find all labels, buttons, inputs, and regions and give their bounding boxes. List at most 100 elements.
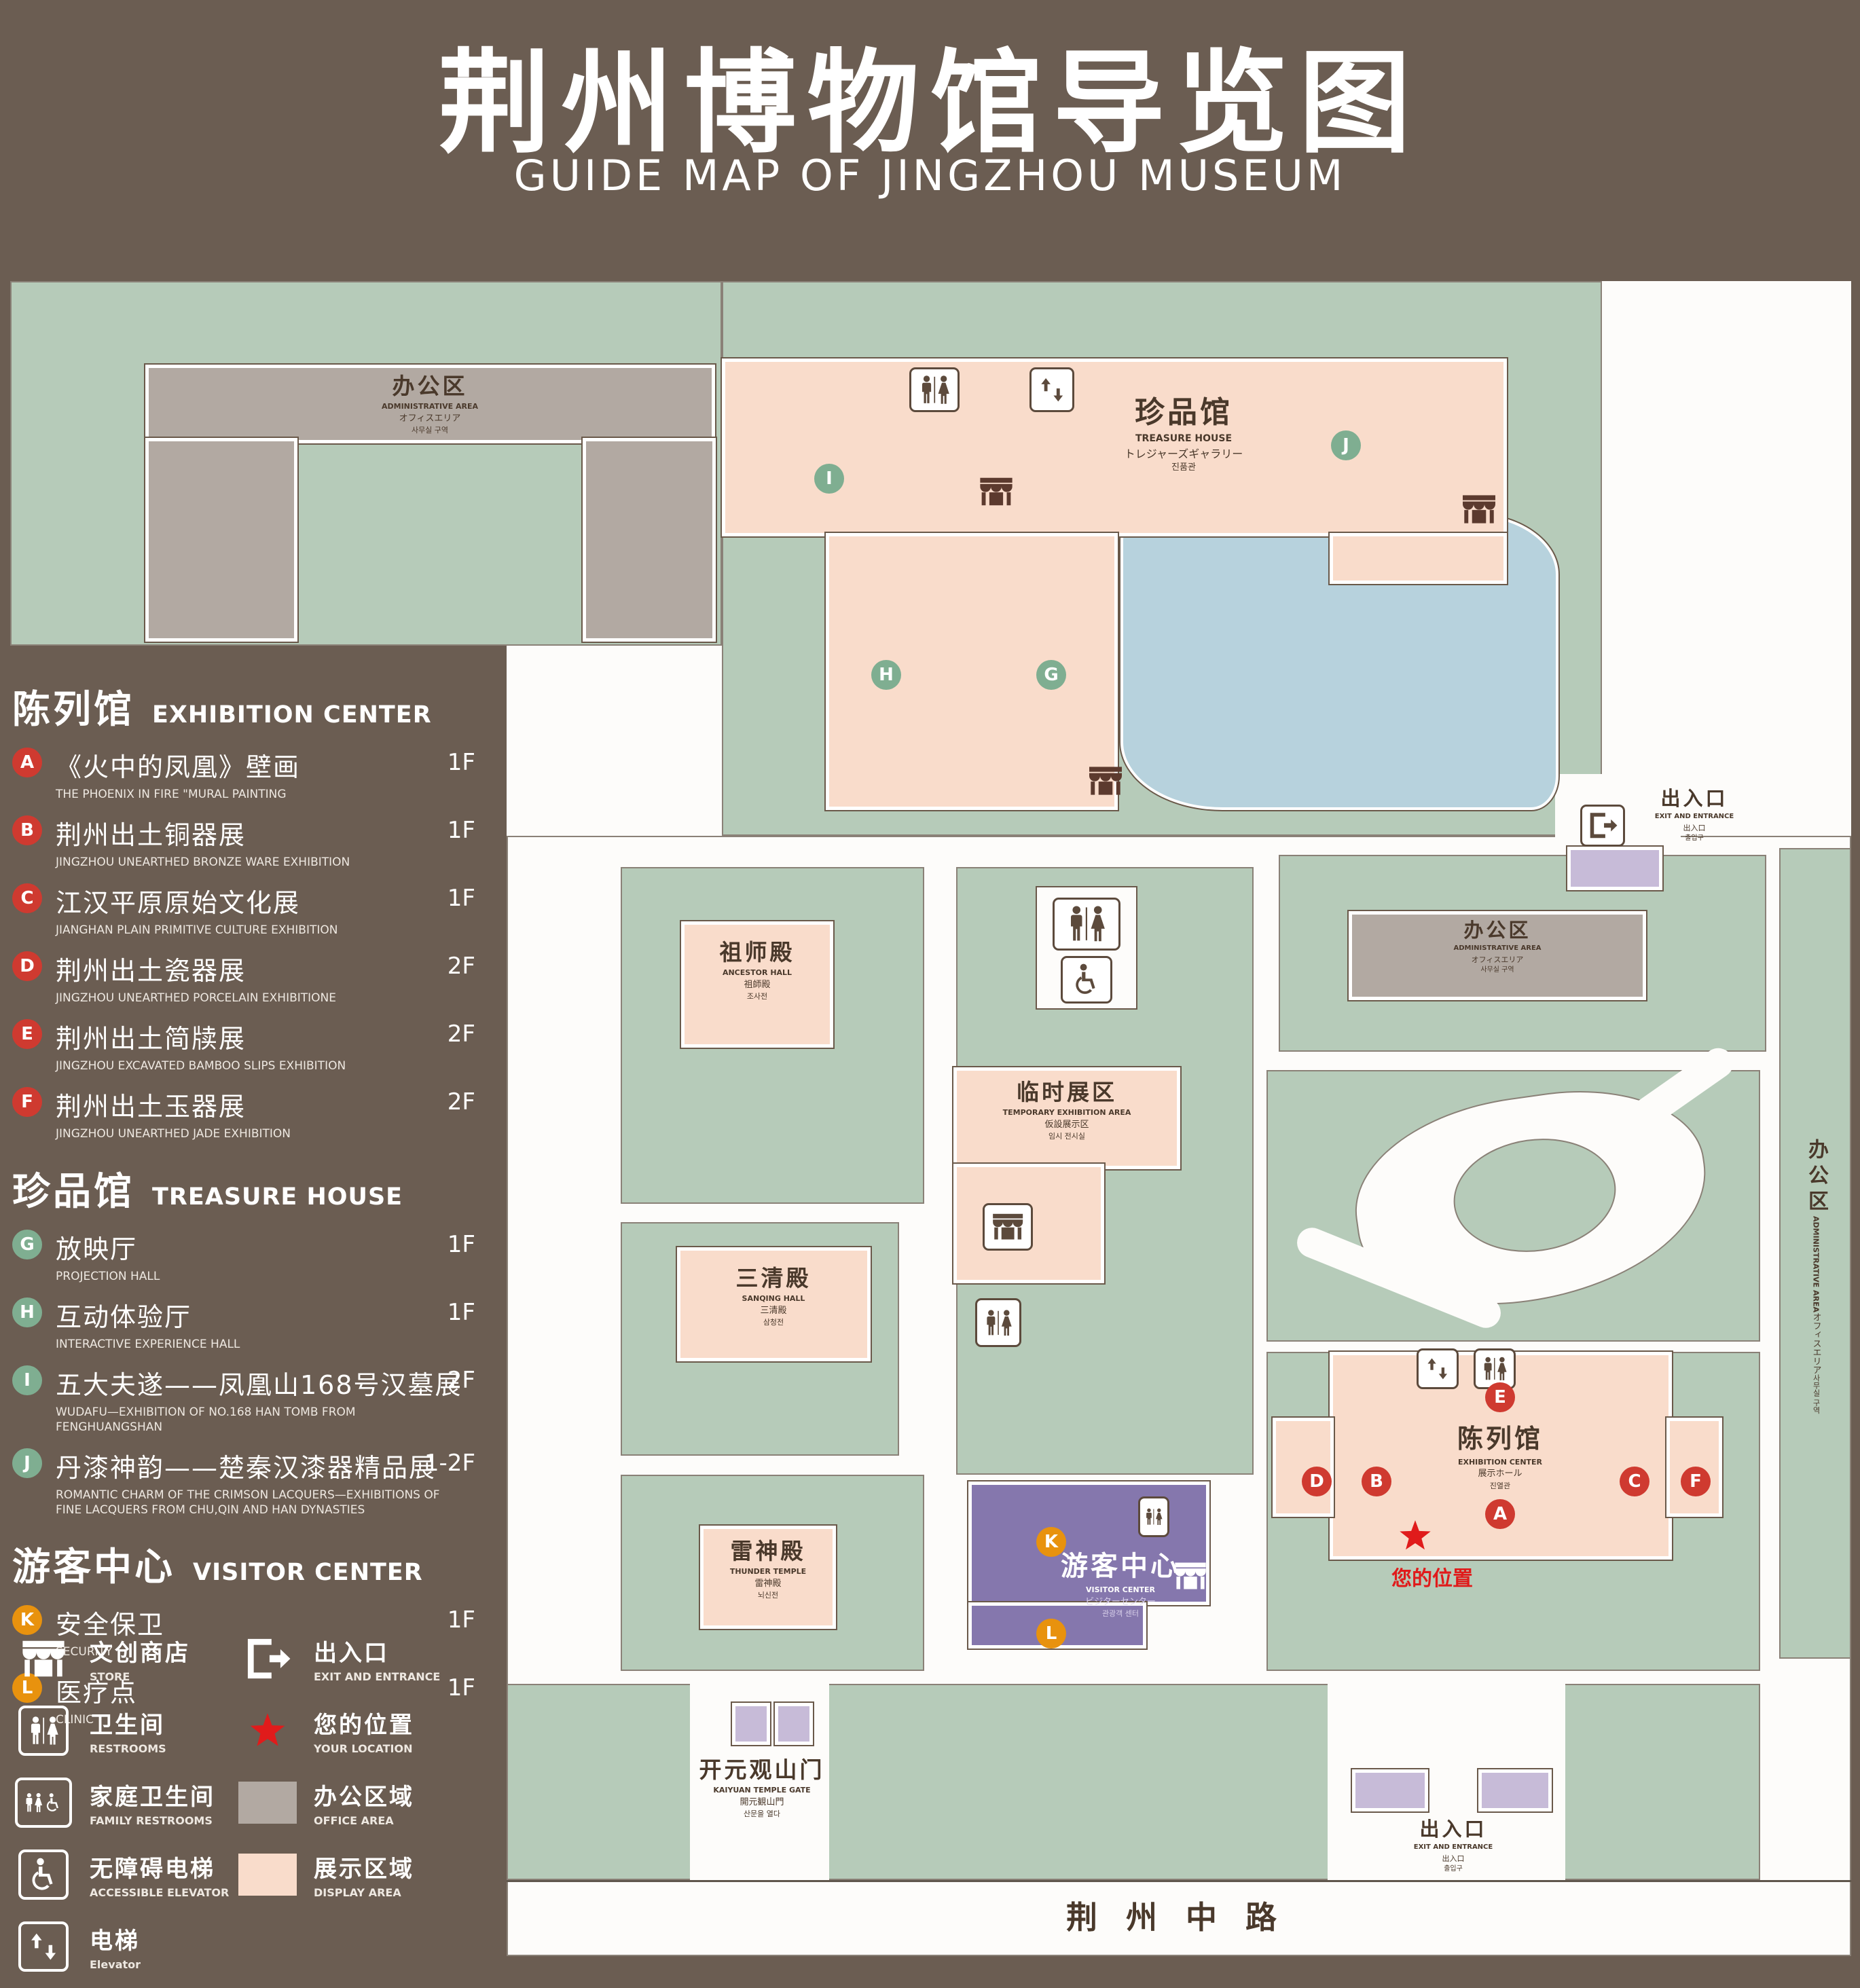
marker-h: H [12, 1297, 42, 1327]
family-restroom-icon [15, 1778, 72, 1828]
visitor-center-label: 游客中心 VISITOR CENTER ビジターセンター 관광객 센터 [1061, 1551, 1180, 1618]
item-subtitle: ROMANTIC CHARM OF THE CRIMSON LACQUERS—E… [56, 1488, 440, 1517]
kaiyuan-gate-label: 开元观山门 KAIYUAN TEMPLE GATE 開元観山門 산문을 열다 [699, 1756, 825, 1819]
marker-k: K [12, 1605, 42, 1636]
list-item-a: A 《火中的凤凰》壁画 1F THE PHOENIX IN FIRE "MURA… [12, 746, 496, 802]
item-title: 丹漆神韵——楚秦汉漆器精品展 [56, 1452, 437, 1483]
item-title: 放映厅 [56, 1234, 138, 1264]
admin-top-label: 办公区 ADMINISTRATIVE AREA オフィスエリア 사무실 구역 [381, 373, 479, 435]
treasure-house-upper [722, 358, 1507, 536]
road-label: 荆州中路 [1066, 1899, 1305, 1936]
map-key-sidebar: 陈列馆 EXHIBITION CENTER A 《火中的凤凰》壁画 1F THE… [12, 679, 496, 1740]
admin-right-label: 办公区 ADMINISTRATIVE AREA オフィスエリア 사무실 구역 [1804, 1139, 1828, 1414]
exit-right-label: 出入口 EXIT AND ENTRANCE 出入口 출입구 [1654, 787, 1734, 842]
item-floor: 1F [447, 1606, 475, 1634]
accessible-elevator-icon [18, 1849, 69, 1900]
exit-bottom-label: 出入口 EXIT AND ENTRANCE 出入口 출입구 [1413, 1818, 1493, 1873]
treasure-house-label: 珍品馆 TREASURE HOUSE トレジャーズギャラリー 진품관 [1124, 395, 1243, 473]
map-marker-k: K [1036, 1527, 1066, 1557]
item-subtitle: SECURITY [56, 1645, 113, 1659]
marker-l: L [12, 1673, 42, 1704]
marker-j: J [12, 1448, 42, 1478]
exit-icon [1580, 805, 1625, 847]
list-item-k: K 安全保卫 1F SECURITY [12, 1604, 496, 1659]
thunder-temple-label: 雷神殿 THUNDER TEMPLE 雷神殿 뇌신전 [729, 1538, 807, 1600]
display-area-swatch [238, 1854, 297, 1896]
store-icon [1087, 765, 1125, 797]
admin-top-left-wing [145, 438, 297, 642]
store-icon [20, 1637, 67, 1680]
marker-i: I [12, 1365, 42, 1395]
elevator-icon [18, 1921, 69, 1972]
map-marker-d: D [1302, 1467, 1332, 1496]
restroom-icon [1138, 1496, 1169, 1537]
treasure-house-left-wing [826, 533, 1118, 810]
item-floor: 2F [447, 1366, 475, 1394]
store-icon [978, 475, 1015, 508]
item-title: 《火中的凤凰》壁画 [56, 752, 301, 782]
store-icon [983, 1203, 1033, 1251]
map-base-mid [507, 646, 722, 837]
exit-icon [244, 1637, 291, 1680]
map-base-top-right [1602, 281, 1851, 848]
map-marker-j: J [1331, 430, 1361, 460]
location-star-icon [249, 1712, 287, 1749]
item-subtitle: JINGZHOU UNEARTHED PORCELAIN EXHIBITIONE [56, 991, 337, 1006]
admin-mid-label: 办公区 ADMINISTRATIVE AREA オフィスエリア 사무실 구역 [1453, 919, 1542, 974]
store-icon [1460, 493, 1498, 526]
section-title-zh: 游客中心 [12, 1545, 175, 1590]
item-floor: 1F [447, 749, 475, 776]
admin-mid-building [1349, 911, 1646, 1000]
page-title: 荆州博物馆导览图 [438, 38, 1422, 168]
exit-bottom-building-left [1352, 1769, 1428, 1811]
item-subtitle: THE PHOENIX IN FIRE "MURAL PAINTING [56, 788, 287, 801]
item-floor: 1F [447, 885, 475, 913]
section-header-visitor-center: 游客中心 VISITOR CENTER [12, 1536, 496, 1591]
map-marker-c: C [1620, 1467, 1649, 1496]
sanqing-hall-building [677, 1247, 871, 1361]
road-top-line [507, 1880, 1851, 1882]
item-floor: 2F [447, 1020, 475, 1048]
treasure-house-right-wing [1330, 533, 1507, 584]
admin-top-right-wing [583, 438, 716, 642]
item-title: 五大夫遂——凤凰山168号汉墓展 [56, 1369, 462, 1400]
item-subtitle: CLINIC [56, 1713, 94, 1727]
item-subtitle: JINGZHOU UNEARTHED JADE EXHIBITION [56, 1127, 291, 1141]
item-floor: 2F [447, 1088, 475, 1116]
item-title: 医疗点 [56, 1678, 138, 1708]
list-item-j: J 丹漆神韵——楚秦汉漆器精品展 1-2F ROMANTIC CHARM OF … [12, 1447, 496, 1517]
ancestor-hall-building [681, 921, 833, 1048]
item-subtitle: INTERACTIVE EXPERIENCE HALL [56, 1337, 240, 1351]
list-item-h: H 互动体验厅 1F INTERACTIVE EXPERIENCE HALL [12, 1296, 496, 1352]
list-item-d: D 荆州出土瓷器展 2F JINGZHOU UNEARTHED PORCELAI… [12, 950, 496, 1006]
section-title-zh: 珍品馆 [12, 1169, 134, 1214]
temporary-area-label: 临时展区 TEMPORARY EXHIBITION AREA 仮設展示区 임시 … [1002, 1079, 1131, 1141]
map-marker-i: I [814, 464, 844, 494]
marker-g: G [12, 1229, 42, 1259]
marker-f: F [12, 1087, 42, 1118]
exhibition-center-right-arm [1666, 1418, 1722, 1517]
item-title: 荆州出土瓷器展 [56, 956, 247, 987]
marker-a: A [12, 748, 42, 777]
section-header-treasure-house: 珍品馆 TREASURE HOUSE [12, 1161, 496, 1216]
list-item-l: L 医疗点 1F CLINIC [12, 1672, 496, 1727]
item-floor: 1F [447, 817, 475, 845]
item-title: 荆州出土简牍展 [56, 1024, 247, 1054]
restroom-icon [1474, 1348, 1516, 1389]
marker-d: D [12, 951, 42, 982]
marker-b: B [12, 815, 42, 846]
map-marker-l: L [1036, 1619, 1066, 1649]
marker-c: C [12, 883, 42, 914]
list-item-f: F 荆州出土玉器展 2F JINGZHOU UNEARTHED JADE EXH… [12, 1086, 496, 1141]
map-marker-a: A [1485, 1499, 1515, 1529]
restroom-icon [975, 1298, 1021, 1347]
item-subtitle: JIANGHAN PLAIN PRIMITIVE CULTURE EXHIBIT… [56, 923, 338, 938]
admin-top-bar [145, 365, 715, 443]
map-marker-f: F [1681, 1467, 1711, 1496]
item-title: 荆州出土玉器展 [56, 1092, 247, 1122]
